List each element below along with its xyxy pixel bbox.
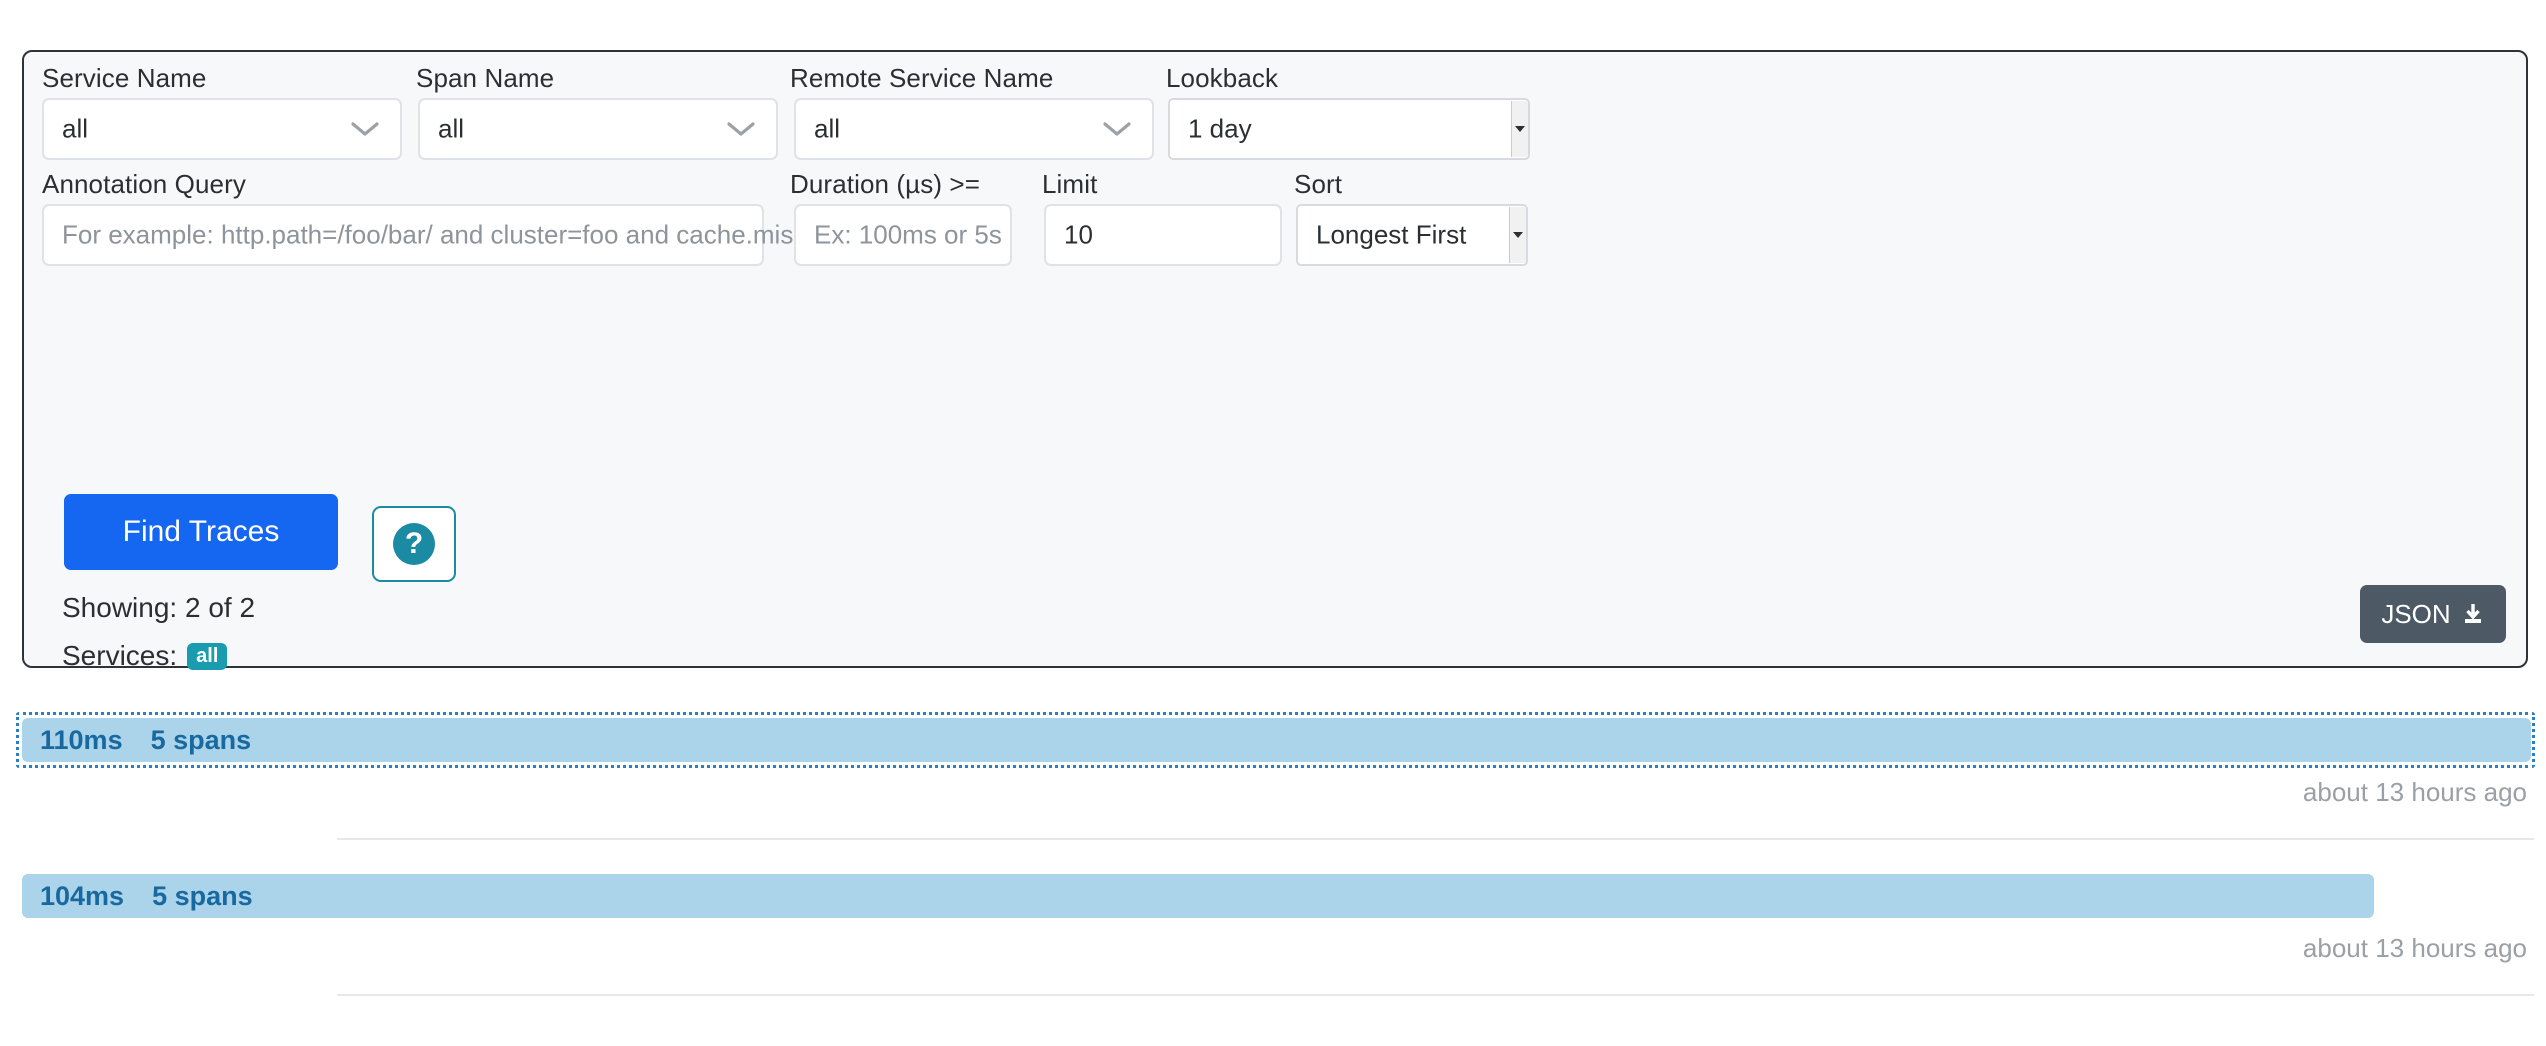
trace-divider — [337, 838, 2534, 840]
services-summary: Services: all — [62, 640, 228, 672]
limit-input[interactable]: 10 — [1044, 204, 1282, 266]
chevron-down-icon — [726, 120, 756, 138]
label-lookback: Lookback — [1166, 63, 1279, 93]
label-annotation-query: Annotation Query — [42, 169, 246, 199]
download-icon — [2461, 602, 2485, 626]
annotation-query-placeholder: For example: http.path=/foo/bar/ and clu… — [62, 219, 807, 250]
chevron-down-icon — [350, 120, 380, 138]
services-badge: all — [187, 642, 228, 670]
sort-select[interactable]: Longest First — [1296, 204, 1528, 266]
select-arrow-icon — [1511, 101, 1528, 157]
duration-placeholder: Ex: 100ms or 5s — [814, 219, 1002, 250]
label-span-name: Span Name — [416, 63, 555, 93]
trace-divider — [337, 994, 2534, 996]
select-arrow-icon — [1509, 207, 1526, 263]
trace-timestamp: about 13 hours ago — [2302, 777, 2527, 807]
label-service-name: Service Name — [42, 63, 207, 93]
label-sort: Sort — [1294, 169, 1343, 199]
search-panel: Service Name Span Name Remote Service Na… — [22, 50, 2528, 671]
find-traces-button[interactable]: Find Traces — [64, 494, 338, 570]
json-button-label: JSON — [2381, 598, 2451, 629]
trace-focus-outline — [16, 712, 2535, 768]
trace-timestamp: about 13 hours ago — [2302, 933, 2527, 963]
chevron-down-icon — [1102, 120, 1132, 138]
trace-span-count: 5 spans — [152, 880, 253, 911]
annotation-query-input[interactable]: For example: http.path=/foo/bar/ and clu… — [42, 204, 806, 266]
trace-duration-bar[interactable]: 110ms 5 spans — [22, 718, 2531, 762]
service-name-value: all — [62, 113, 89, 144]
label-limit: Limit — [1042, 169, 1098, 199]
services-label: Services: — [62, 640, 178, 671]
sort-value: Longest First — [1316, 219, 1467, 250]
label-remote-service-name: Remote Service Name — [790, 63, 1054, 93]
help-button[interactable]: ? — [372, 506, 456, 582]
duration-input[interactable]: Ex: 100ms or 5s — [794, 204, 1012, 266]
remote-service-name-select[interactable]: all — [794, 98, 1154, 160]
service-name-select[interactable]: all — [42, 98, 402, 160]
span-name-select[interactable]: all — [418, 98, 778, 160]
trace-duration: 110ms — [40, 724, 123, 755]
label-duration: Duration (µs) >= — [790, 169, 980, 199]
question-mark-icon: ? — [393, 523, 435, 565]
trace-duration: 104ms — [40, 880, 125, 911]
lookback-select[interactable]: 1 day — [1168, 98, 1530, 160]
json-download-button[interactable]: JSON — [2360, 585, 2506, 643]
trace-duration-bar[interactable]: 104ms 5 spans — [22, 874, 2374, 918]
remote-service-name-value: all — [814, 113, 841, 144]
span-name-value: all — [438, 113, 465, 144]
trace-span-count: 5 spans — [150, 724, 252, 755]
showing-count: Showing: 2 of 2 — [62, 592, 256, 623]
lookback-value: 1 day — [1188, 113, 1252, 144]
limit-value: 10 — [1064, 219, 1093, 250]
